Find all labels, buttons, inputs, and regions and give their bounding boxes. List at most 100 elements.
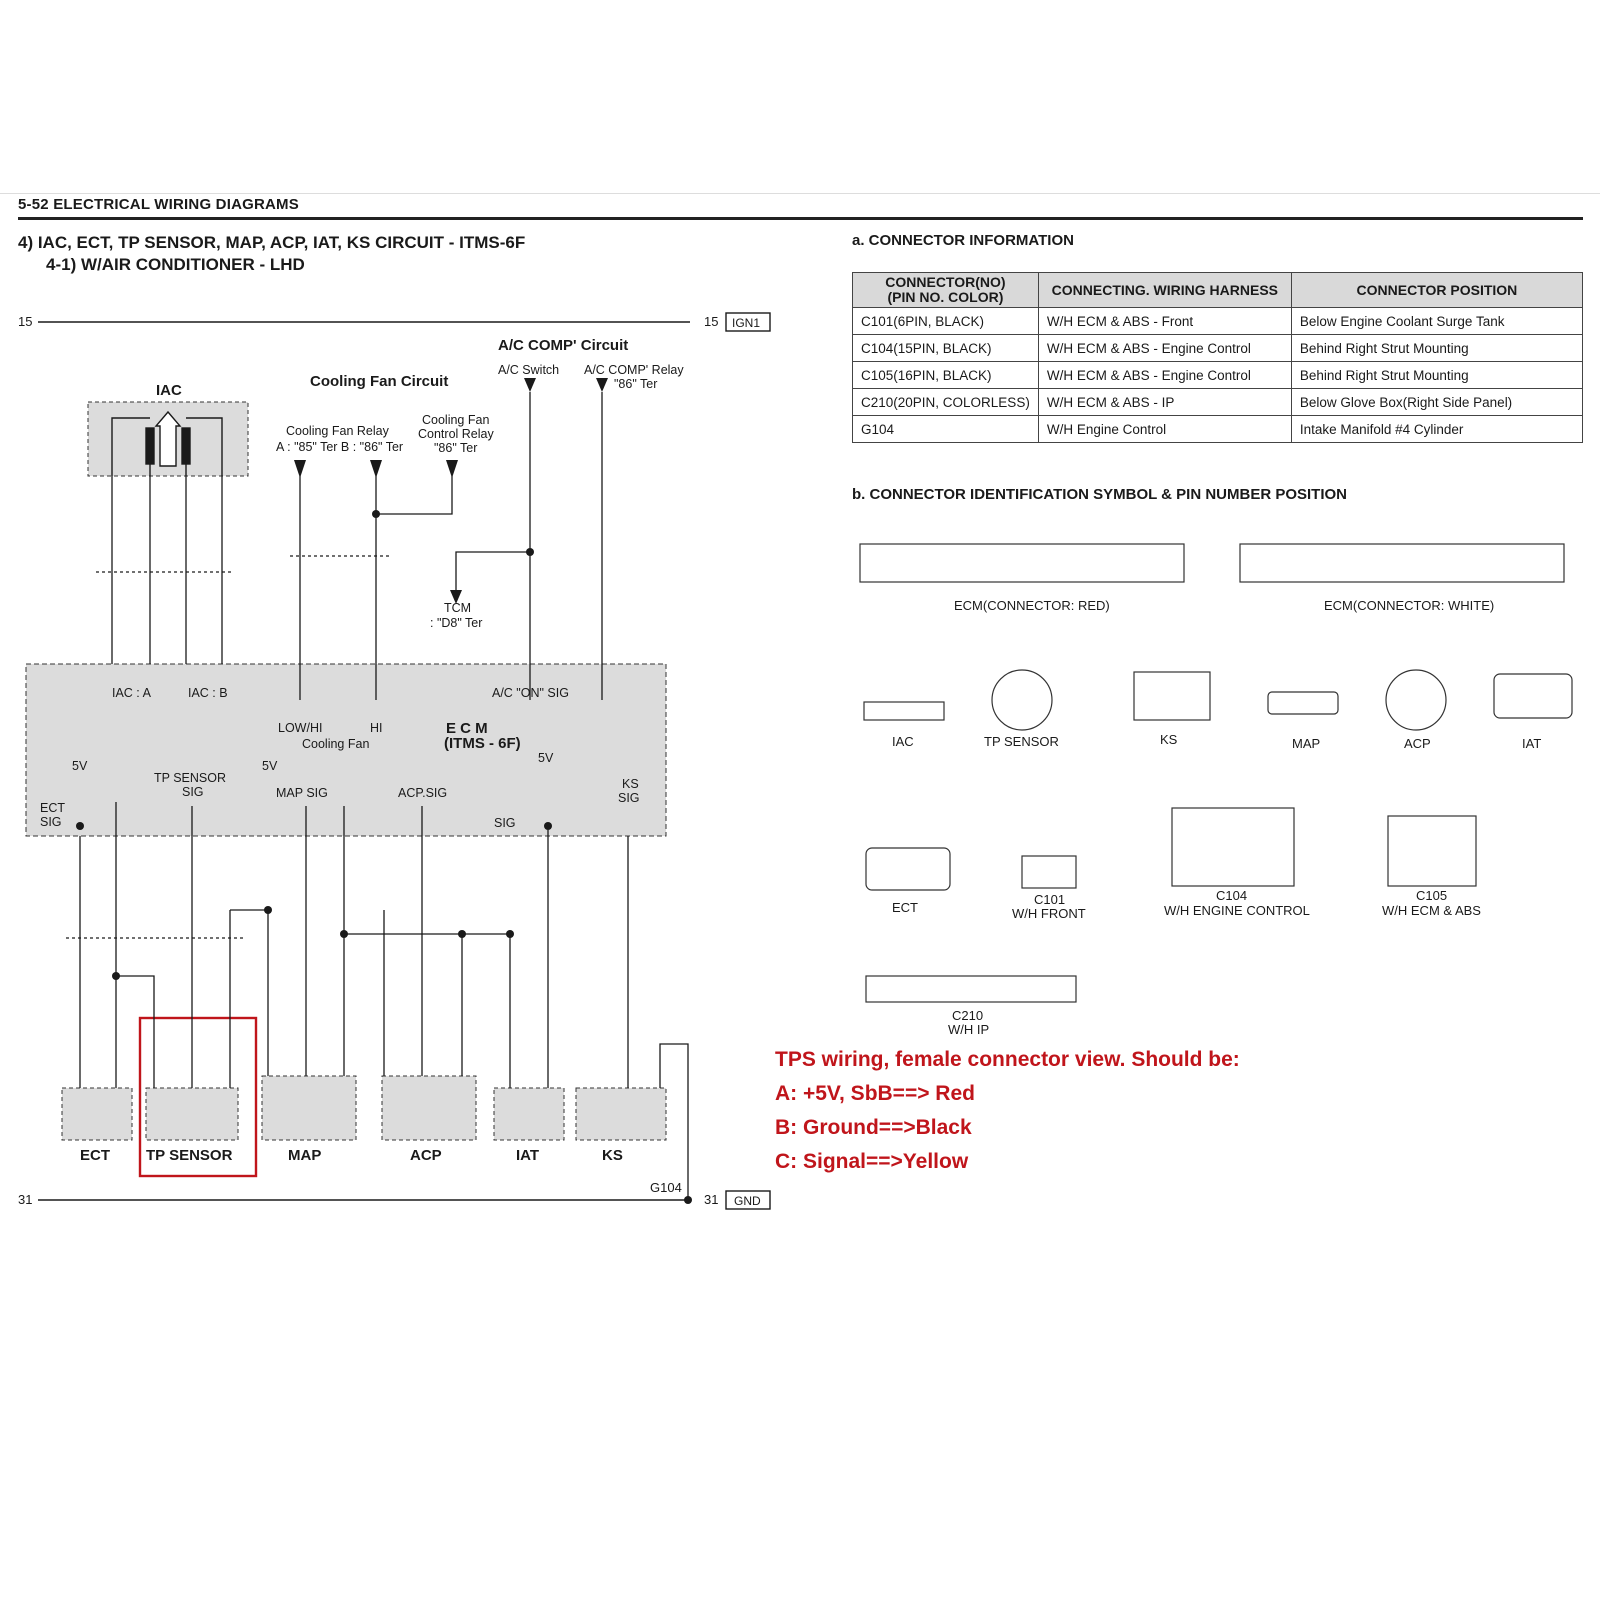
- map-component: [261, 1075, 357, 1141]
- ecm-subtitle: (ITMS - 6F): [444, 735, 521, 752]
- iat-component: [493, 1087, 565, 1141]
- cell: W/H ECM & ABS - IP: [1037, 388, 1292, 416]
- conn-label-c210-sub: W/H IP: [948, 1022, 989, 1037]
- connector-info-heading: a. CONNECTOR INFORMATION: [852, 232, 1074, 249]
- cell: Below Glove Box(Right Side Panel): [1290, 388, 1584, 416]
- tcm-label-2: : "D8" Ter: [430, 616, 482, 630]
- tp-sig-label-2: SIG: [182, 785, 204, 799]
- c105-connector-symbol: [1387, 815, 1477, 887]
- cell: W/H ECM & ABS - Front: [1037, 307, 1292, 335]
- cell: C105(16PIN, BLACK): [852, 361, 1039, 389]
- top-rule: [0, 193, 1600, 194]
- iat-connector-symbol: [1493, 673, 1573, 719]
- connector-id-panel: ECM(CONNECTOR: RED) ECM(CONNECTOR: WHITE…: [859, 543, 1573, 1037]
- cell: C101(6PIN, BLACK): [852, 307, 1039, 335]
- low-hi-label: LOW/HI: [278, 721, 322, 735]
- cell: G104: [852, 415, 1039, 443]
- diagram-title: 4) IAC, ECT, TP SENSOR, MAP, ACP, IAT, K…: [18, 233, 526, 252]
- iat-sig-label: SIG: [494, 816, 516, 830]
- cell: Behind Right Strut Mounting: [1290, 361, 1584, 389]
- c104-connector-symbol: [1171, 807, 1295, 887]
- ecm-red-connector: [859, 543, 1185, 583]
- ect-component: [61, 1087, 133, 1141]
- conn-label-iat: IAT: [1522, 736, 1541, 751]
- cf-ctrl-relay-2: Control Relay: [418, 427, 494, 441]
- table-row: C210(20PIN, COLORLESS) W/H ECM & ABS - I…: [852, 388, 1584, 416]
- conn-label-c101-sub: W/H FRONT: [1012, 906, 1086, 921]
- cell: Behind Right Strut Mounting: [1290, 334, 1584, 362]
- cf-relay-ter: A : "85" Ter B : "86" Ter: [276, 440, 403, 454]
- conn-label-c210: C210: [952, 1008, 983, 1023]
- iac-label: IAC: [156, 382, 182, 399]
- cf-relay-label: Cooling Fan Relay: [286, 424, 390, 438]
- cell: W/H Engine Control: [1037, 415, 1292, 443]
- acp-sig-label: ACP.SIG: [398, 786, 447, 800]
- conn-label-acp: ACP: [1404, 736, 1431, 751]
- table-row: C101(6PIN, BLACK) W/H ECM & ABS - Front …: [852, 307, 1584, 335]
- tp-sensor-component: [145, 1087, 239, 1141]
- connector-id-heading: b. CONNECTOR IDENTIFICATION SYMBOL & PIN…: [852, 486, 1348, 503]
- cell: W/H ECM & ABS - Engine Control: [1037, 361, 1292, 389]
- cell: Below Engine Coolant Surge Tank: [1290, 307, 1584, 335]
- cell: Intake Manifold #4 Cylinder: [1290, 415, 1584, 443]
- conn-label-tp: TP SENSOR: [984, 734, 1059, 749]
- iac-b-label: IAC : B: [188, 686, 228, 700]
- sensor-label-map: MAP: [288, 1147, 321, 1164]
- diagram-subtitle: 4-1) W/AIR CONDITIONER - LHD: [46, 255, 305, 274]
- ks-sig-label-1: KS: [622, 777, 639, 791]
- cell: C104(15PIN, BLACK): [852, 334, 1039, 362]
- iac-connector-symbol: [863, 701, 945, 721]
- header-rule: [18, 217, 1583, 220]
- conn-label-ks: KS: [1160, 732, 1178, 747]
- iat-5v-label: 5V: [538, 751, 554, 765]
- note-line-1: TPS wiring, female connector view. Shoul…: [775, 1048, 1240, 1071]
- ecm-white-connector: [1239, 543, 1565, 583]
- ks-sig-label-2: SIG: [618, 791, 640, 805]
- table-row: C104(15PIN, BLACK) W/H ECM & ABS - Engin…: [852, 334, 1584, 362]
- conn-label-iac: IAC: [892, 734, 914, 749]
- conn-label-ect: ECT: [892, 900, 918, 915]
- map-sig-label: MAP SIG: [276, 786, 328, 800]
- ecm-box: [25, 663, 667, 837]
- tp-sig-label-1: TP SENSOR: [154, 771, 226, 785]
- sensor-label-ect: ECT: [80, 1147, 110, 1164]
- conn-label-c105: C105: [1416, 888, 1447, 903]
- hi-label: HI: [370, 721, 383, 735]
- ect-connector-symbol: [865, 847, 951, 891]
- conn-label-c104-sub: W/H ENGINE CONTROL: [1164, 903, 1310, 918]
- g104-label: G104: [650, 1180, 682, 1195]
- conn-label-c101: C101: [1034, 892, 1065, 907]
- ac-comp-relay-ter: "86" Ter: [614, 377, 657, 391]
- cooling-fan-label: Cooling Fan: [302, 737, 369, 751]
- tcm-label-1: TCM: [444, 601, 471, 615]
- sensor-label-tp: TP SENSOR: [146, 1147, 233, 1164]
- note-line-2: A: +5V, SbB==> Red: [775, 1082, 975, 1105]
- ect-sig-label-2: SIG: [40, 815, 62, 829]
- gnd-left-num: 31: [18, 1192, 32, 1207]
- acp-connector-symbol: [1385, 669, 1447, 731]
- cell: W/H ECM & ABS - Engine Control: [1037, 334, 1292, 362]
- table-row: C105(16PIN, BLACK) W/H ECM & ABS - Engin…: [852, 361, 1584, 389]
- ign-left-num: 15: [18, 314, 32, 329]
- ac-comp-relay-label: A/C COMP' Relay: [584, 363, 684, 377]
- cooling-fan-circuit-label: Cooling Fan Circuit: [310, 373, 448, 390]
- cf-ctrl-relay-1: Cooling Fan: [422, 413, 489, 427]
- c101-connector-symbol: [1021, 855, 1077, 889]
- map-connector-symbol: [1267, 691, 1339, 715]
- table-row: G104 W/H Engine Control Intake Manifold …: [852, 415, 1584, 443]
- ks-connector-symbol: [1133, 671, 1211, 721]
- c210-connector-symbol: [865, 975, 1077, 1003]
- ect-5v-label: 5V: [72, 759, 88, 773]
- sensor-label-acp: ACP: [410, 1147, 442, 1164]
- conn-label-c105-sub: W/H ECM & ABS: [1382, 903, 1481, 918]
- note-line-3: B: Ground==>Black: [775, 1116, 972, 1139]
- col-harness: CONNECTING. WIRING HARNESS: [1037, 272, 1292, 308]
- connector-info-table: CONNECTOR(NO) (PIN NO. COLOR) CONNECTING…: [852, 272, 1584, 443]
- conn-label-c104: C104: [1216, 888, 1247, 903]
- acp-component: [381, 1075, 477, 1141]
- gnd-right-num: 31: [704, 1192, 718, 1207]
- section-header: 5-52 ELECTRICAL WIRING DIAGRAMS: [18, 196, 299, 213]
- ks-component: [575, 1087, 667, 1141]
- ac-switch-label: A/C Switch: [498, 363, 559, 377]
- ign-right-num: 15: [704, 314, 718, 329]
